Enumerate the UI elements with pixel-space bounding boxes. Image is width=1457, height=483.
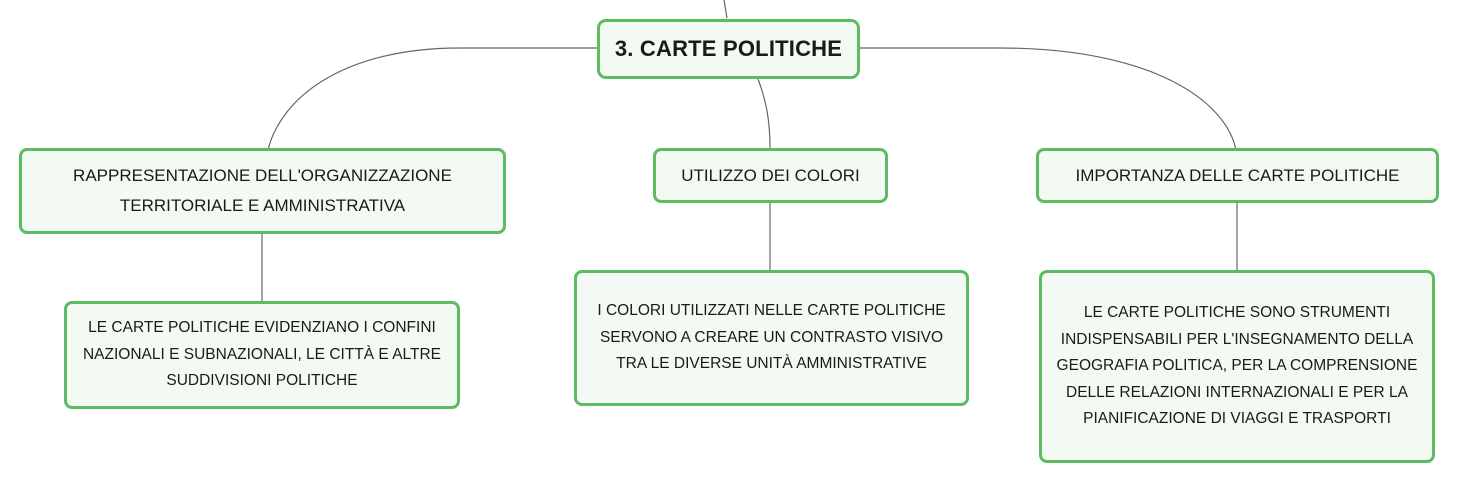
detail-topic-text: LE CARTE POLITICHE EVIDENZIANO I CONFINI… <box>82 319 442 390</box>
connector-parent-to-root <box>723 0 728 19</box>
connector-root-to-branch-3 <box>858 47 1237 151</box>
branch-topic-importanza[interactable]: IMPORTANZA DELLE CARTE POLITICHE <box>1036 148 1439 203</box>
detail-topic-colori[interactable]: I COLORI UTILIZZATI NELLE CARTE POLITICH… <box>574 270 969 406</box>
detail-topic-organizzazione[interactable]: LE CARTE POLITICHE EVIDENZIANO I CONFINI… <box>64 301 460 409</box>
branch-topic-colori[interactable]: UTILIZZO DEI COLORI <box>653 148 888 203</box>
root-topic[interactable]: 3. CARTE POLITICHE <box>597 19 860 79</box>
branch-topic-label: UTILIZZO DEI COLORI <box>681 165 860 185</box>
root-topic-label: 3. CARTE POLITICHE <box>614 36 843 61</box>
branch-topic-label: RAPPRESENTAZIONE DELL'ORGANIZZAZIONE TER… <box>73 166 452 215</box>
detail-topic-text: I COLORI UTILIZZATI NELLE CARTE POLITICH… <box>597 302 946 373</box>
branch-topic-organizzazione[interactable]: RAPPRESENTAZIONE DELL'ORGANIZZAZIONE TER… <box>19 148 506 234</box>
branch-topic-label: IMPORTANZA DELLE CARTE POLITICHE <box>1075 165 1400 185</box>
detail-topic-importanza[interactable]: LE CARTE POLITICHE SONO STRUMENTI INDISP… <box>1039 270 1435 463</box>
connector-root-to-branch-1 <box>267 47 598 151</box>
detail-topic-text: LE CARTE POLITICHE SONO STRUMENTI INDISP… <box>1056 304 1418 428</box>
connector-root-to-branch-2 <box>757 78 771 149</box>
